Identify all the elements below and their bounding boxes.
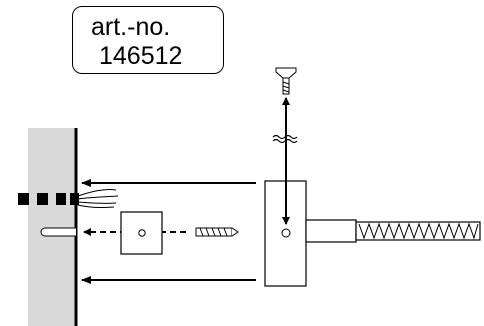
mounting-plate (120, 211, 163, 255)
vertical-screw (275, 67, 297, 95)
wall-drill-hole (40, 227, 76, 237)
article-number-prefix: art.-no. (91, 13, 171, 41)
break-symbol (272, 134, 298, 144)
spring-rod (305, 219, 481, 243)
cable-channel (18, 193, 79, 205)
article-number-label: art.-no. 146512 (72, 6, 224, 74)
block-screw-hole (281, 228, 291, 238)
wall (28, 128, 78, 326)
article-number-value: 146512 (99, 42, 183, 70)
cable-wires (77, 189, 119, 209)
horizontal-screw (195, 227, 239, 237)
